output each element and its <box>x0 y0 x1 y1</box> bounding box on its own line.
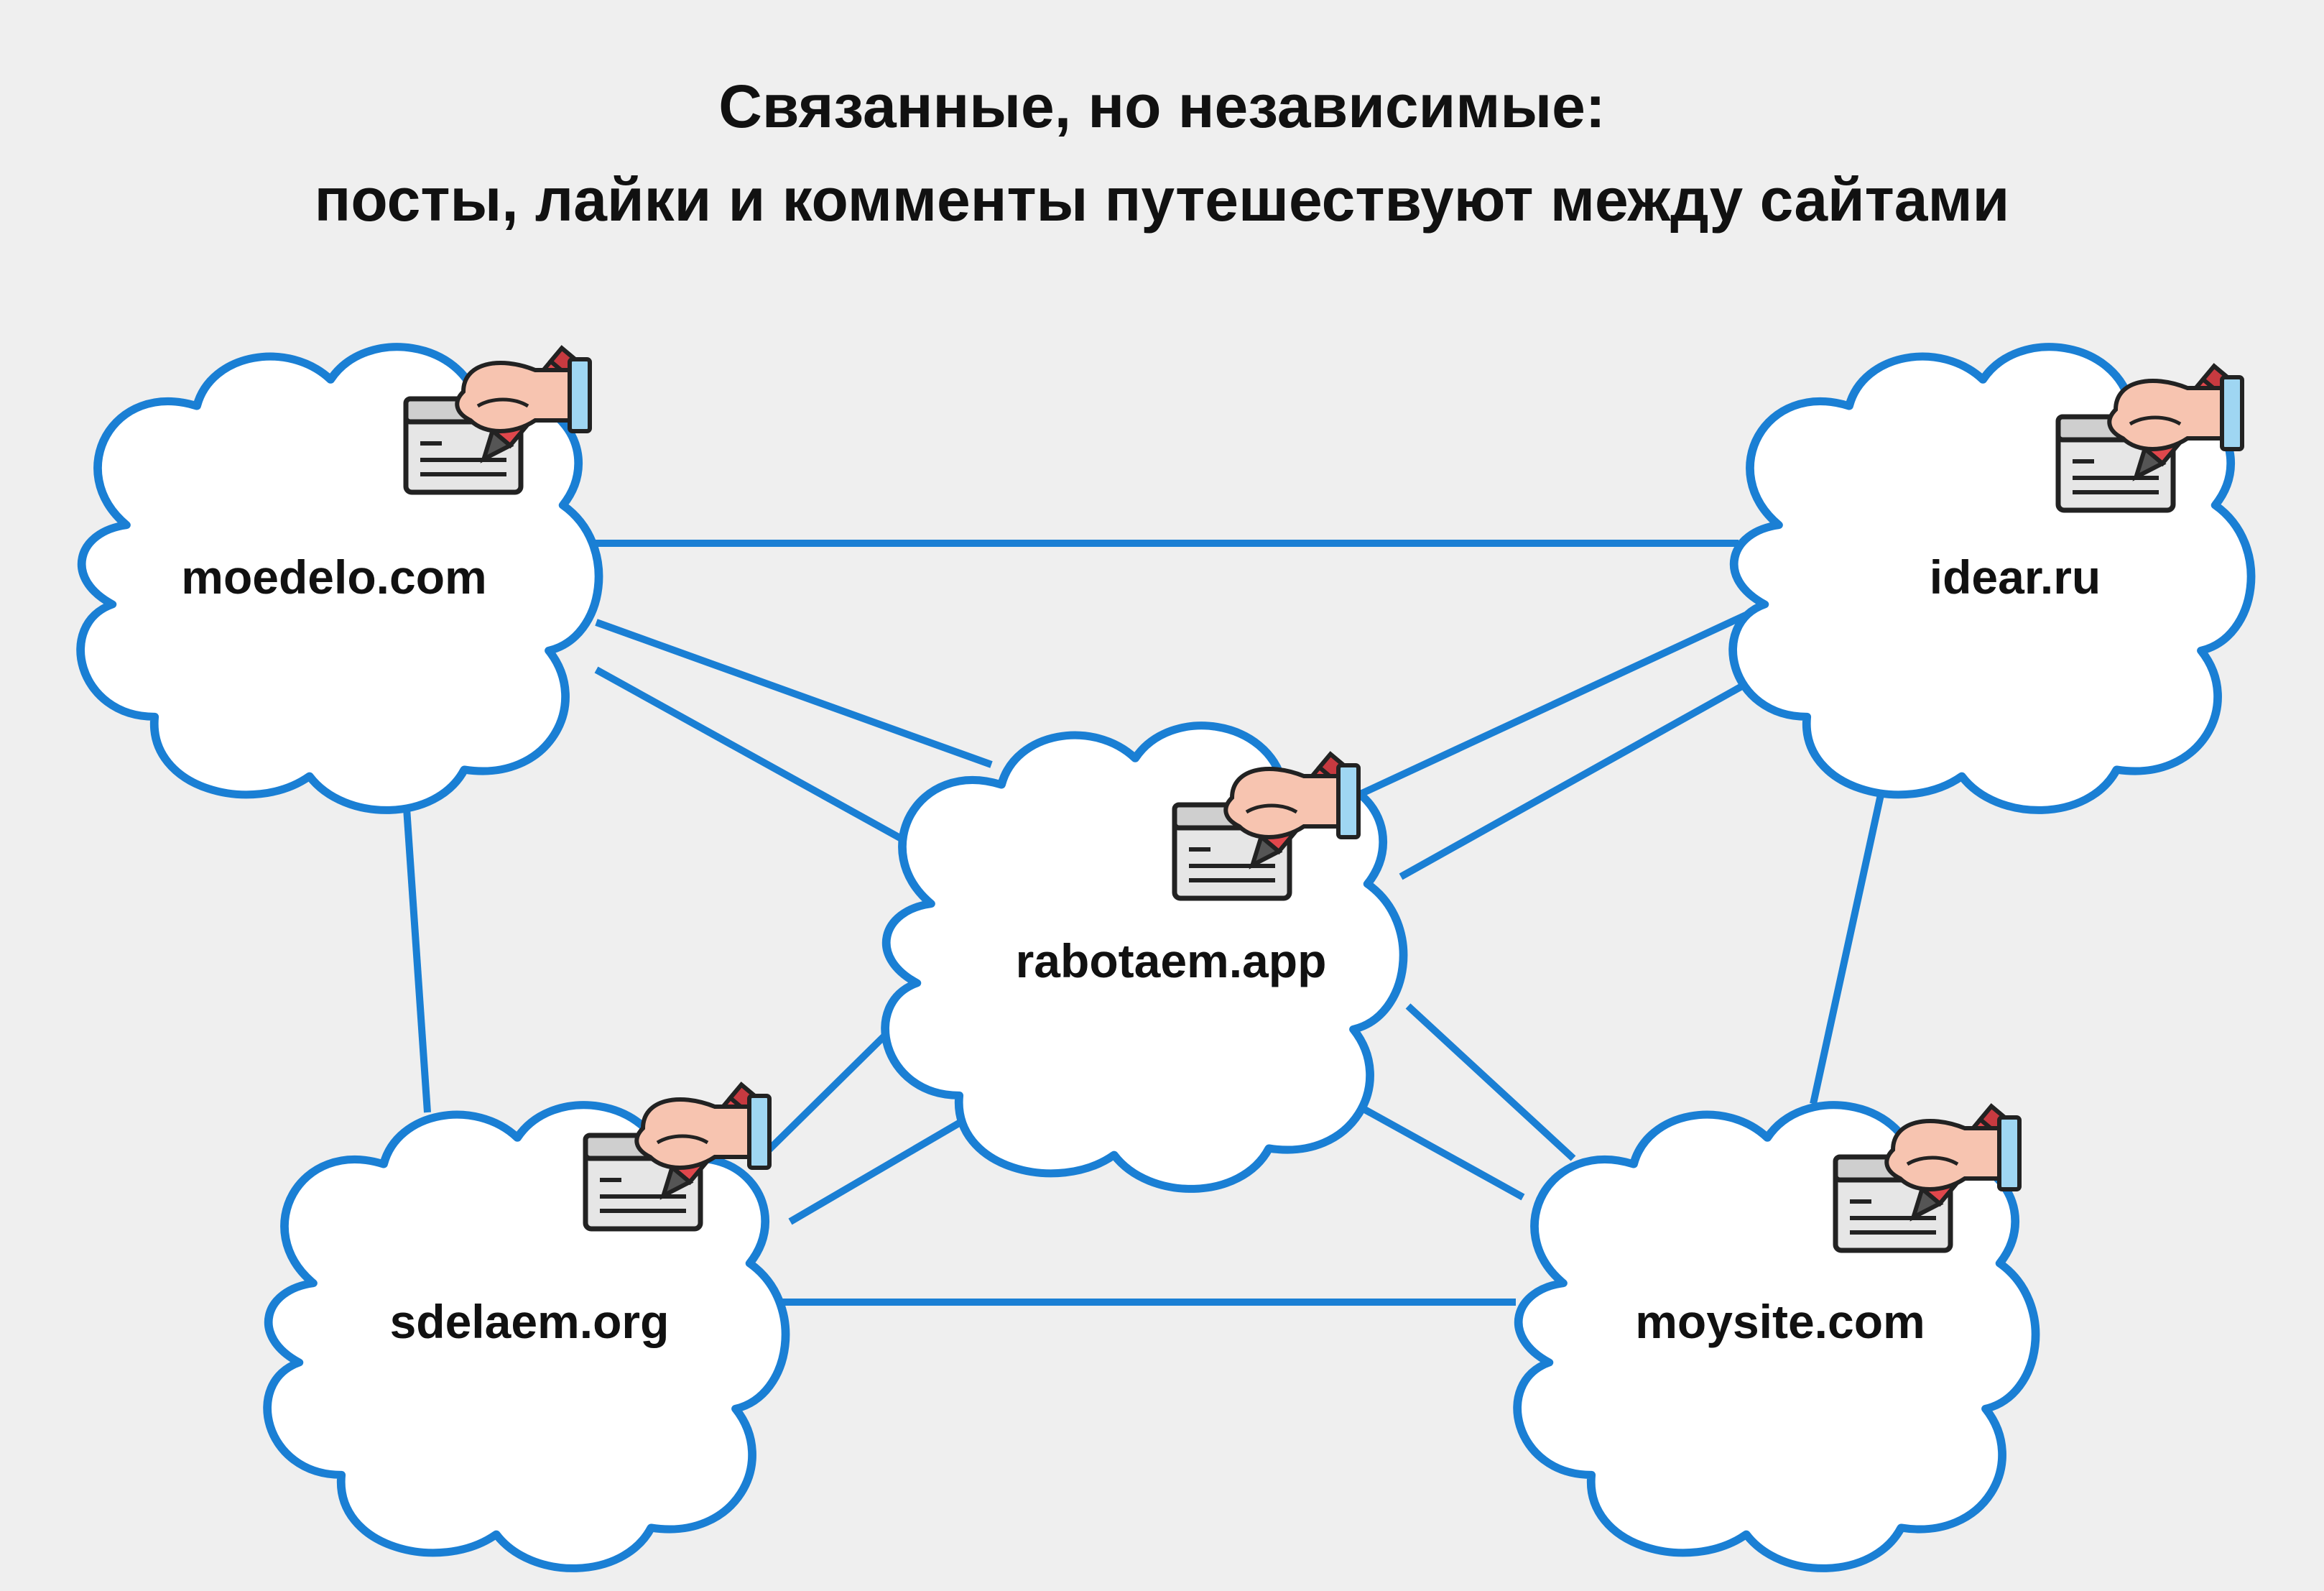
diagram-title-line-2: посты, лайки и комменты путешествуют меж… <box>314 166 2010 234</box>
node-label-sdelaem: sdelaem.org <box>390 1295 670 1348</box>
node-label-moedelo: moedelo.com <box>181 550 486 604</box>
edge-rabotaem-sdelaem-2 <box>788 1117 965 1225</box>
site-nodes: moedelo.com idear.ru rabotaem.app sdelae… <box>76 343 2256 1572</box>
edge-rabotaem-sdelaem <box>751 1016 904 1167</box>
edge-idear-rabotaem-2 <box>1399 681 1748 880</box>
node-label-rabotaem: rabotaem.app <box>1016 934 1327 987</box>
edge-moedelo-rabotaem <box>595 619 993 768</box>
edge-rabotaem-moysite-2 <box>1334 1090 1525 1201</box>
edge-idear-moysite <box>1810 793 1884 1105</box>
connections <box>402 540 1884 1306</box>
node-label-moysite: moysite.com <box>1635 1295 1925 1348</box>
edge-moedelo-rabotaem-2 <box>594 666 907 844</box>
node-label-idear: idear.ru <box>1930 550 2101 604</box>
edge-rabotaem-moysite <box>1405 1003 1576 1161</box>
edge-idear-rabotaem <box>1341 612 1748 806</box>
diagram-title-line-1: Связанные, но независимые: <box>718 73 1606 140</box>
edge-moedelo-sdelaem <box>402 797 431 1113</box>
